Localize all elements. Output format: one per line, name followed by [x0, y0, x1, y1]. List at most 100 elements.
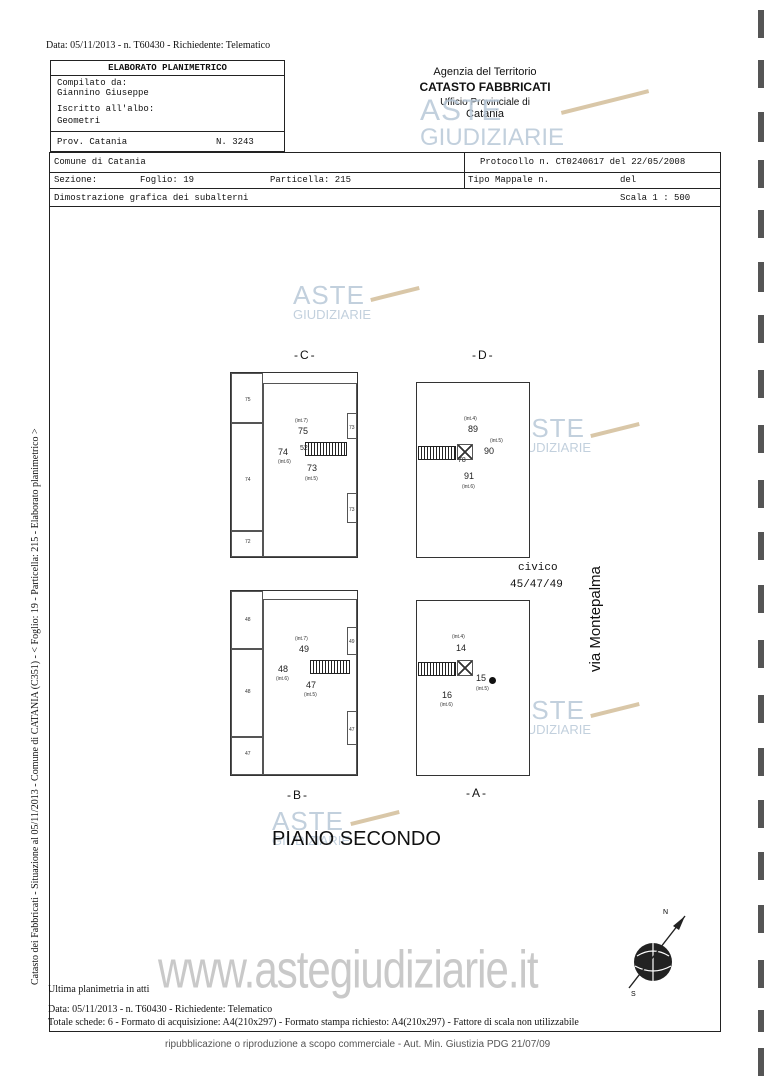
- registered-value: Geometri: [57, 116, 101, 126]
- scan-edge-mark: [758, 695, 764, 723]
- int-label: (int.5): [305, 476, 318, 482]
- watermark-logo: ASTE GIUDIZIARIE: [420, 94, 565, 151]
- unit-number: 90: [484, 446, 495, 456]
- registered-label: Iscritto all'albo:: [57, 104, 155, 114]
- int-label: (int.5): [304, 692, 317, 698]
- plan-d-label: -D-: [472, 348, 495, 362]
- sezione-label: Sezione:: [54, 175, 98, 185]
- unit-number: 89: [468, 424, 479, 434]
- compiled-by-label: Compilato da:: [57, 78, 128, 88]
- agency-name: Agenzia del Territorio: [433, 66, 537, 78]
- int-label: (int.7): [295, 418, 308, 424]
- unit-number: 14: [456, 643, 467, 653]
- document-header: Data: 05/11/2013 - n. T60430 - Richieden…: [46, 40, 271, 51]
- floor-title: PIANO SECONDO: [272, 828, 441, 850]
- unit-number: 16: [442, 690, 453, 700]
- footer-date: Data: 05/11/2013 - n. T60430 - Richieden…: [48, 1004, 273, 1015]
- compiler-box: ELABORATO PLANIMETRICO Compilato da: Gia…: [50, 60, 285, 152]
- scan-edge-mark: [758, 10, 764, 38]
- site-watermark: www.astegiudiziarie.it: [158, 940, 539, 999]
- scan-edge-mark: [758, 480, 764, 508]
- int-label: (int.5): [490, 438, 503, 444]
- unit-number: 49: [299, 644, 310, 654]
- scan-edge-mark: [758, 585, 764, 613]
- protocollo-label: Protocollo n. CT0240617 del 22/05/2008: [480, 157, 686, 167]
- footer-legal: ripubblicazione o riproduzione a scopo c…: [165, 1039, 551, 1050]
- stair-icon: [310, 660, 350, 674]
- scan-edge-mark: [758, 960, 764, 988]
- scan-edge-mark: [758, 112, 764, 142]
- particella-label: Particella: 215: [270, 175, 352, 185]
- tipo-mappale-label: Tipo Mappale n.: [468, 175, 550, 185]
- dimostrazione-label: Dimostrazione grafica dei subalterni: [54, 193, 249, 203]
- compiled-by-name: Giannino Giuseppe: [57, 88, 149, 98]
- scan-edge-mark: [758, 800, 764, 828]
- unit-number: 47: [306, 680, 317, 690]
- plan-d: [416, 382, 530, 558]
- agency-block: Agenzia del Territorio CATASTO FABBRICAT…: [385, 66, 585, 120]
- unit-number: 73: [307, 463, 318, 473]
- int-label: (int.6): [276, 676, 289, 682]
- scan-edge-mark: [758, 640, 764, 668]
- main-frame: [49, 152, 721, 1032]
- scan-edge-mark: [758, 160, 764, 188]
- registration-number: N. 3243: [216, 137, 254, 147]
- scan-edge-mark: [758, 532, 764, 560]
- civico-numbers: 45/47/49: [510, 579, 563, 591]
- comune-label: Comune di Catania: [54, 157, 146, 167]
- plan-a-label: -A-: [466, 786, 488, 800]
- unit-number: 78: [458, 457, 466, 464]
- office-city: Catania: [466, 108, 504, 120]
- scale-label: Scala 1 : 500: [620, 193, 691, 203]
- int-label: (int.6): [278, 459, 291, 465]
- unit-number: 48: [278, 664, 289, 674]
- foglio-label: Foglio: 19: [140, 175, 195, 185]
- elaborato-title: ELABORATO PLANIMETRICO: [108, 63, 227, 73]
- scan-edge-mark: [758, 1010, 764, 1032]
- stair-icon: [418, 662, 456, 676]
- scan-edge-mark: [758, 852, 764, 880]
- del-label: del: [620, 175, 637, 185]
- scan-edge-mark: [758, 425, 764, 453]
- footer-schede: Totale schede: 6 - Formato di acquisizio…: [48, 1017, 579, 1028]
- scan-edge-mark: [758, 315, 764, 343]
- scan-edge-mark: [758, 210, 764, 238]
- int-label: (int.4): [452, 634, 465, 640]
- scan-edge-mark: [758, 748, 764, 776]
- street-label: via Montepalma: [587, 566, 604, 672]
- unit-marker-dot: [489, 677, 496, 684]
- unit-number: 52: [300, 445, 308, 452]
- catasto-title: CATASTO FABBRICATI: [419, 80, 551, 94]
- compass-icon: N S: [628, 909, 686, 998]
- province: Prov. Catania: [57, 137, 128, 147]
- compass-north: N: [663, 909, 668, 916]
- scan-edge-mark: [758, 1048, 764, 1076]
- stair-icon: [305, 442, 347, 456]
- plan-c: 75 74 73 72 73: [230, 372, 358, 558]
- scan-edge-mark: [758, 370, 764, 398]
- int-label: (int.6): [440, 702, 453, 708]
- scan-edge-mark: [758, 905, 764, 933]
- ultima-planimetria: Ultima planimetria in atti: [48, 984, 150, 995]
- elevator: [457, 660, 473, 676]
- plan-b-label: -B-: [287, 788, 309, 802]
- stair-icon: [418, 446, 456, 460]
- unit-number: 91: [464, 471, 475, 481]
- office-line: Ufficio Provinciale di: [440, 97, 530, 108]
- int-label: (int.5): [476, 686, 489, 692]
- compass-south: S: [631, 991, 636, 998]
- scan-edge-mark: [758, 60, 764, 88]
- unit-number: 74: [278, 447, 289, 457]
- int-label: (int.6): [462, 484, 475, 490]
- elevator: [457, 444, 473, 460]
- unit-number: 75: [298, 426, 309, 436]
- plan-a: [416, 600, 530, 776]
- plan-b: 48 48 47 49 47: [230, 590, 358, 776]
- int-label: (int.7): [295, 636, 308, 642]
- plan-c-label: -C-: [294, 348, 317, 362]
- side-caption: Catasto dei Fabbricati - Situazione al 0…: [30, 428, 41, 985]
- int-label: (int.4): [464, 416, 477, 422]
